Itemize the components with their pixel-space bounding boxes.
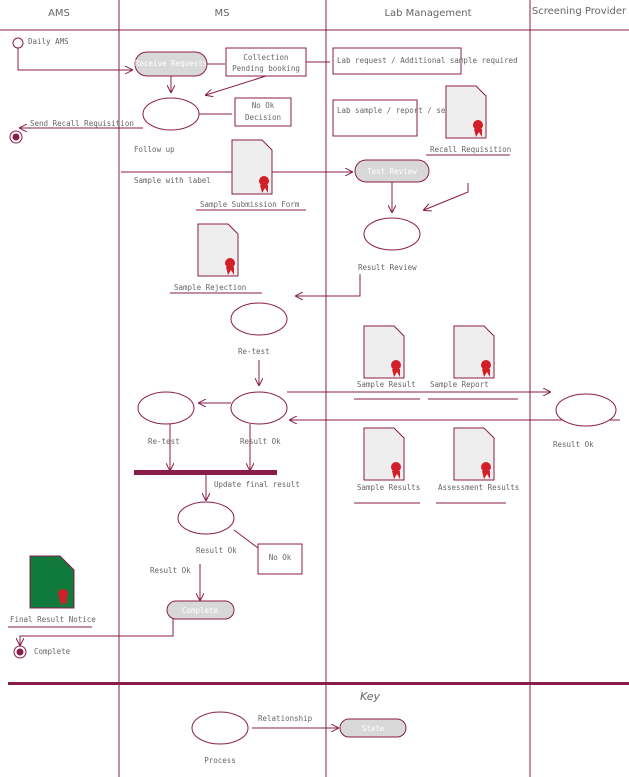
document-sample-result: [363, 325, 405, 379]
document-sample-report: [453, 325, 495, 379]
key-divider: [8, 682, 629, 685]
left-label: Re-test: [148, 437, 180, 446]
document-assessment-results: [453, 427, 495, 481]
doc-label-submission: Sample Submission Form: [200, 200, 300, 209]
failure-note: [234, 97, 292, 127]
start-node: [12, 37, 24, 49]
result-review-process: [363, 217, 421, 251]
lane-header-ams: AMS: [48, 8, 70, 19]
review-label: Test Review: [367, 167, 417, 176]
final-label: Result Ok: [196, 546, 237, 555]
provider-label: Result Ok: [553, 440, 594, 449]
complete-label: Complete: [34, 647, 71, 656]
failure-label: No Ok: [252, 101, 275, 110]
provider-process: [555, 393, 617, 427]
left-process: [137, 391, 195, 425]
start-label: Daily AMS: [28, 37, 69, 46]
re-test-label: Re-test: [238, 347, 270, 356]
decision-label: Decision: [245, 113, 281, 122]
final-ok-label: Result Ok: [150, 566, 191, 575]
decision-note: Update final result: [214, 480, 300, 489]
doc-label-assessment-results: Assessment Results: [438, 483, 519, 492]
lane-header-lab: Lab Management: [384, 8, 471, 19]
key-process-shape: [191, 711, 249, 745]
other-note: [257, 543, 303, 575]
lane-header-provider: Screening Provider: [532, 6, 627, 17]
key-process-label: Process: [204, 756, 236, 765]
doc-label-recall: Recall Requisition: [430, 145, 511, 154]
doc-label-final-notice: Final Result Notice: [10, 615, 96, 624]
key-relationship-label: Relationship: [258, 714, 313, 723]
test-note-text: Lab sample / report / send: [337, 106, 454, 115]
document-sample-results: [363, 427, 405, 481]
key-state-label: State: [362, 724, 385, 733]
sample-label-text: Sample with label: [134, 176, 211, 185]
follow-label: Follow up: [134, 145, 175, 154]
collection-label: Collection: [243, 53, 288, 62]
doc-label-sample-result: Sample Result: [357, 380, 416, 389]
doc-label-rejection: Sample Rejection: [174, 283, 246, 292]
document-sample-submission: [231, 139, 273, 195]
key-title: Key: [360, 690, 381, 703]
lab-note-text: Lab request / Additional sample required: [337, 56, 518, 65]
end-state-label: Complete: [182, 606, 219, 615]
decision-process: [142, 97, 200, 131]
result-review-label: Result Review: [358, 263, 417, 272]
collection-note: [225, 47, 307, 77]
re-test-process: [230, 302, 288, 336]
ams-out-label: Send Recall Requisition: [30, 119, 134, 128]
lane-header-ms: MS: [215, 8, 230, 19]
other-note-text: No Ok: [269, 553, 292, 562]
end-state: [166, 600, 235, 620]
final-process: [177, 501, 235, 535]
doc-label-sample-report: Sample Report: [430, 380, 489, 389]
document-final-notice: [29, 555, 75, 609]
doc-label-sample-results: Sample Results: [357, 483, 420, 492]
join-bar: [134, 470, 277, 475]
test-note: [332, 99, 418, 137]
key-state-shape: [339, 718, 407, 738]
center-label: Result Ok: [240, 437, 281, 446]
document-sample-rejection: [197, 223, 239, 277]
document-recall: [445, 85, 487, 139]
lab-note: [332, 47, 462, 75]
collection-note-text: Pending booking: [232, 64, 300, 73]
center-process: [230, 391, 288, 425]
receive-label: Receive Requests: [135, 59, 207, 68]
